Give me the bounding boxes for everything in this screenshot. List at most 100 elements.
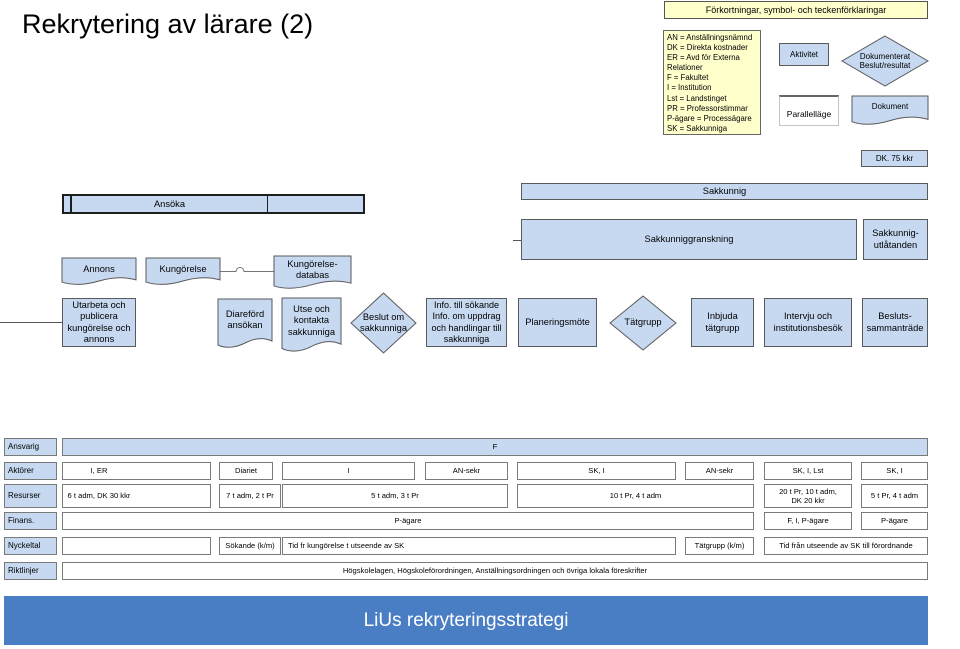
resources-cell: 5 t Pr, 4 t adm [861, 484, 928, 508]
legend-document-symbol: Dokument [852, 96, 928, 126]
diamond-shape [351, 293, 416, 353]
finance-cell: P-ägare [861, 512, 928, 530]
step-label: sakkunniga [443, 333, 490, 344]
actors-cell: I [282, 462, 415, 480]
document-notice-database-label: Kungörelse- [287, 258, 338, 269]
resources-cell: 5 t adm, 3 t Pr [282, 484, 508, 508]
step-information: Info. till sökande Info. om uppdrag och … [426, 298, 507, 347]
decision-label: Beslut om [362, 311, 405, 322]
abbreviation-item: Relationer [667, 63, 703, 73]
actors-cell: SK, I [517, 462, 676, 480]
step-label: ansökan [227, 320, 263, 330]
footer-banner: LiUs rekryteringsstrategi [4, 596, 928, 645]
legend-decision-label: Beslut/resultat [859, 61, 911, 70]
key-figures-cell: Tid fr kungörelse t utseende av SK [282, 537, 676, 555]
diamond-shape [610, 296, 676, 350]
decision-label: Tätgrupp [624, 317, 662, 328]
document-shape [282, 298, 341, 353]
legend-decision-symbol: Dokumenterat Beslut/resultat [842, 36, 928, 86]
key-figures-cell: Tätgrupp (k/m) [685, 537, 754, 555]
decision-label: sakkunniga [359, 323, 408, 333]
step-label: Info. om uppdrag [432, 311, 501, 322]
step-invite-shortlist: Inbjuda tätgrupp [691, 298, 754, 347]
document-shape [218, 299, 272, 349]
abbreviation-item: PR = Professorstimmar [667, 103, 748, 113]
document-notice-database-label: databas [295, 270, 330, 281]
actors-cell: I, ER [62, 462, 211, 480]
legend-parallel-symbol: Parallelläge [779, 95, 839, 126]
expert-statements-label: Sakkunnig- [872, 228, 919, 239]
legend-decision-label: Dokumenterat [859, 51, 911, 61]
row-label-guidelines: Riktlinjer [4, 562, 57, 580]
phase-bar-apply: Ansöka [62, 194, 365, 214]
step-label: Inbjuda [707, 311, 738, 322]
document-shape [146, 258, 220, 286]
document-registered-application: Diareförd ansökan [218, 299, 272, 349]
finance-cell: F, I, P-ägare [764, 512, 852, 530]
slide-title: Rekrytering av lärare (2) [22, 9, 314, 39]
step-label: Besluts- [878, 311, 912, 322]
resources-cell: 10 t Pr, 4 t adm [517, 484, 754, 508]
document-ad: Annons [62, 258, 136, 286]
actors-cell: Diariet [219, 462, 273, 480]
decision-experts: Beslut om sakkunniga [351, 293, 416, 353]
abbreviation-item: P-ägare = Processägare [667, 113, 752, 123]
resources-cell-line: DK 20 kkr [791, 496, 825, 505]
key-figures-cell-empty [62, 537, 211, 555]
step-label: Utarbeta och [72, 299, 126, 310]
step-label: tätgrupp [705, 322, 740, 333]
document-shape [852, 96, 928, 126]
actors-cell: AN-sekr [425, 462, 508, 480]
document-shape [274, 256, 351, 290]
abbreviation-item: Lst = Landstinget [667, 93, 727, 103]
step-label: Diareförd [225, 308, 265, 319]
actors-cell: SK, I [861, 462, 928, 480]
step-label: institutionsbesök [773, 322, 843, 333]
expert-review-box: Sakkunniggranskning [521, 219, 857, 260]
responsible-cell: F [62, 438, 928, 456]
step-label: annons [83, 333, 115, 344]
step-label: Info. till sökande [433, 299, 500, 310]
actors-cell: AN-sekr [685, 462, 754, 480]
abbreviation-item: DK = Direkta kostnader [667, 43, 748, 53]
resources-cell: 6 t adm, DK 30 kkr [62, 484, 211, 508]
phase-label-apply: Ansöka [70, 196, 268, 212]
abbreviation-item: I = Institution [667, 83, 712, 93]
finance-cell: P-ägare [62, 512, 754, 530]
step-label: publicera [80, 311, 118, 322]
legend-activity-symbol: Aktivitet [779, 43, 829, 66]
step-label: sammanträde [866, 322, 924, 333]
legend-cost-box: DK. 75 kkr [861, 150, 928, 167]
step-interview: Intervju och institutionsbesök [764, 298, 852, 347]
document-ad-label: Annons [83, 264, 115, 275]
abbreviation-item: ER = Avd för Externa [667, 53, 740, 63]
document-notice: Kungörelse [146, 258, 220, 286]
step-label: sakkunniga [287, 326, 336, 337]
row-label-finance: Finans. [4, 512, 57, 530]
abbreviation-item: SK = Sakkunniga [667, 123, 728, 133]
abbreviation-item: AN = Anställningsnämnd [667, 33, 753, 42]
notice-to-database-connector [220, 267, 274, 272]
key-figures-cell: Sökande (k/m) [219, 537, 281, 555]
abbreviation-list: AN = Anställningsnämnd DK = Direkta kost… [663, 30, 761, 135]
resources-cell: 20 t Pr, 10 t adm, DK 20 kkr [764, 484, 852, 508]
expert-statements-box: Sakkunnig- utlåtanden [863, 219, 928, 260]
document-notice-label: Kungörelse [159, 264, 207, 275]
document-notice-database: Kungörelse- databas [274, 256, 351, 290]
actors-cell: SK, I, Lst [764, 462, 852, 480]
step-decision-meeting: Besluts- sammanträde [862, 298, 928, 347]
key-figures-cell: Tid från utseende av SK till förordnande [764, 537, 928, 555]
step-label: Intervju och [783, 311, 833, 322]
phase-bar-expert: Sakkunnig [521, 183, 928, 200]
decision-shortlist: Tätgrupp [610, 296, 676, 350]
document-shape [62, 258, 136, 286]
resources-cell-line: 20 t Pr, 10 t adm, [779, 486, 837, 496]
resources-cell: 7 t adm, 2 t Pr [219, 484, 281, 508]
step-planning-meeting: Planeringsmöte [518, 298, 597, 347]
row-label-actors: Aktörer [4, 462, 57, 480]
row-label-resources: Resurser [4, 484, 57, 508]
legend-document-label: Dokument [871, 101, 909, 111]
guidelines-cell: Högskolelagen, Högskoleförordningen, Ans… [62, 562, 928, 580]
row-label-key-figures: Nyckeltal [4, 537, 57, 555]
row-label-responsible: Ansvarig [4, 438, 57, 456]
